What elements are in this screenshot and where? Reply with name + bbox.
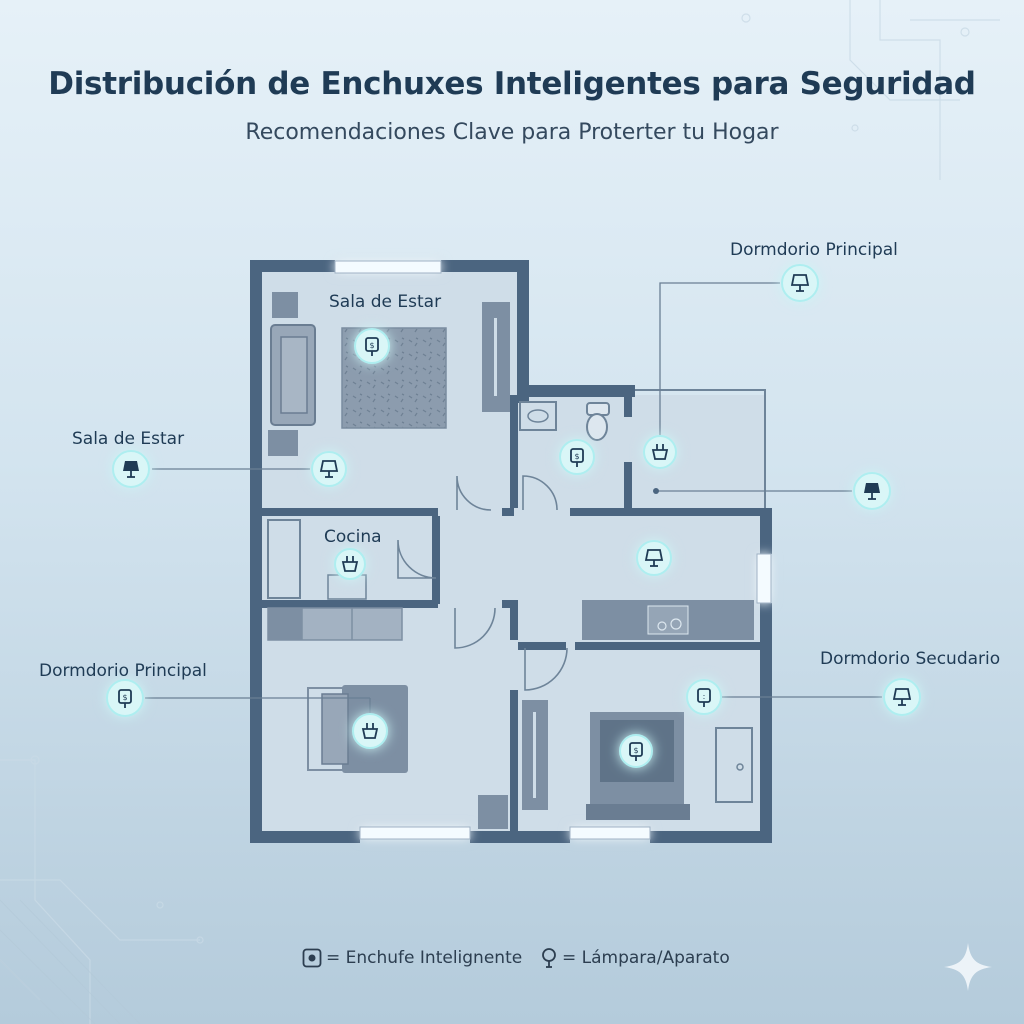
outlet-icon-kitchen: [334, 548, 366, 580]
smart-plug-icon-living: $: [354, 328, 390, 364]
smart-plug-icon-bed2-bed: $: [619, 734, 653, 768]
legend-plug-text: = Enchufe Intelignente: [326, 948, 523, 968]
room-label-sala: Sala de Estar: [329, 292, 442, 312]
callout-lamp-icon-right-bottom: [883, 678, 921, 716]
page-title: Distribución de Enchuxes Inteligentes pa…: [48, 66, 976, 102]
smart-plug-icon-bath: $: [559, 439, 595, 475]
lamp-legend-icon: [542, 948, 556, 968]
sparkle-icon: [944, 943, 992, 991]
callout-lamp-icon-right-middle: [853, 472, 891, 510]
room-label-cocina: Cocina: [324, 527, 382, 547]
outlet-icon-bath: [643, 435, 677, 469]
smart-plug-icon-bed2: :: [686, 679, 722, 715]
svg-text:$: $: [369, 341, 374, 350]
outlet-icon-bed1: [352, 713, 388, 749]
callout-plug-icon-left-bottom: $: [106, 679, 144, 717]
page-subtitle: Recomendaciones Clave para Proterter tu …: [245, 120, 779, 145]
svg-text:$: $: [633, 746, 638, 755]
lamp-icon-living: [311, 451, 347, 487]
callout-label-right-bottom: Dormdorio Secudario: [820, 649, 1001, 669]
callout-label-left-bottom: Dormdorio Principal: [39, 661, 207, 681]
svg-text:$: $: [122, 693, 127, 702]
smart-plug-legend-icon: [302, 948, 322, 968]
callout-label-right-top: Dormdorio Principal: [730, 240, 898, 260]
lamp-icon-corridor: [636, 540, 672, 576]
callout-label-left-top: Sala de Estar: [72, 429, 185, 449]
svg-text:$: $: [574, 452, 579, 461]
svg-text::: :: [703, 692, 706, 701]
callout-lamp-icon-right-top: [781, 264, 819, 302]
callout-lamp-icon-left-top: [112, 450, 150, 488]
legend-lamp-text: = Lámpara/Aparato: [562, 948, 730, 968]
